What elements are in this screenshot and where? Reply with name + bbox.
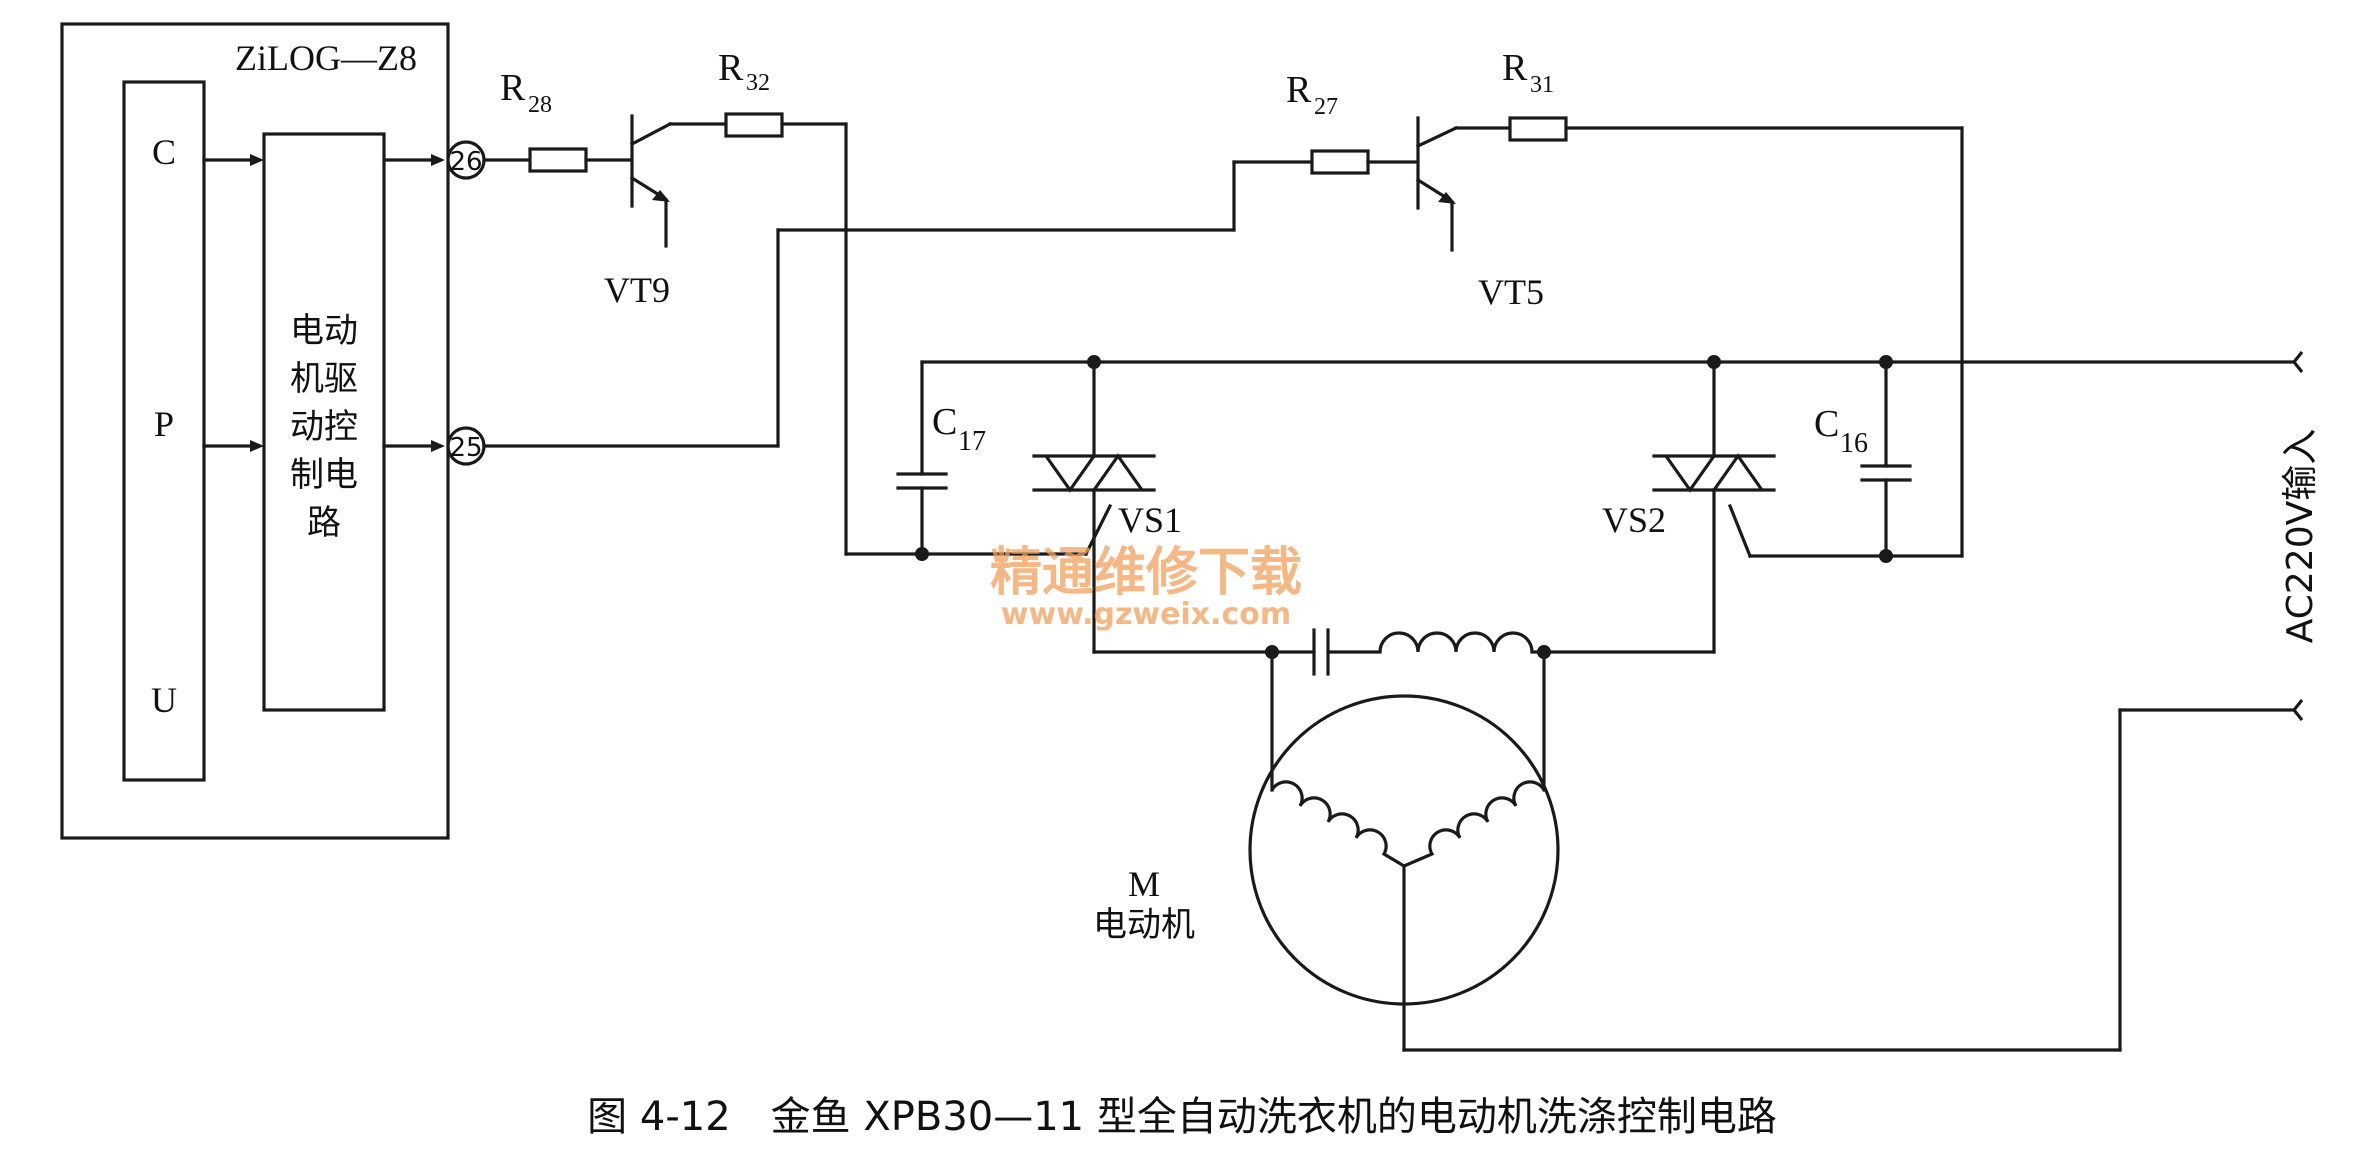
cpu-letter-p: P [154,404,174,444]
resistor-r28 [528,147,588,173]
capacitor-c16 [1860,360,1912,558]
label-c17: C 17 [932,401,986,457]
watermark: 精通维修下载 www.gzweix.com [990,543,1302,632]
label-vs1: VS1 [1118,500,1182,540]
label-r28: R 28 [500,67,552,118]
pin-26: 26 [446,140,486,180]
label-vt5: VT5 [1478,272,1544,312]
driver-to-pin-arrows [382,154,445,452]
driver-line: 电动 [290,311,358,351]
svg-text:32: 32 [746,70,770,96]
svg-text:16: 16 [1840,428,1868,459]
svg-text:31: 31 [1530,72,1554,98]
capacitor-c17 [896,360,948,556]
svg-text:R: R [1286,69,1312,111]
svg-text:27: 27 [1314,94,1338,120]
svg-text:17: 17 [958,426,986,457]
label-vs2: VS2 [1602,500,1666,540]
ac-terminal-top [2292,351,2304,373]
cpu-block [122,80,206,782]
cpu-to-driver-arrows [202,154,264,452]
label-vt9: VT9 [604,270,670,310]
mcu-outline [60,22,450,840]
cpu-letter-c: C [152,132,176,172]
resistor-r27 [1310,149,1370,175]
svg-text:28: 28 [528,92,552,118]
motor-symbol: M [1128,864,1160,904]
ac-terminal-bottom [2292,699,2304,721]
driver-line: 机驱 [290,359,358,399]
transistor-vt5 [1415,116,1459,252]
motor-name: 电动机 [1093,905,1195,945]
motor-m [1248,650,1560,1052]
cpu-letter-u: U [151,680,177,720]
svg-text:精通维修下载: 精通维修下载 [990,543,1302,603]
svg-text:R: R [500,67,526,109]
resistor-r31 [1508,116,1568,142]
label-r32: R 32 [718,47,770,96]
resistor-r32 [724,112,784,138]
triac-vs1 [1032,360,1156,654]
supply-label: AC220V输入 [2280,429,2321,643]
motor-run-capacitor [1270,628,1382,676]
label-c16: C 16 [1814,403,1868,459]
driver-line: 路 [307,503,341,543]
mcu-title: ZiLOG—Z8 [235,38,417,78]
transistor-vt9 [629,114,673,248]
label-r31: R 31 [1502,47,1554,98]
svg-text:R: R [718,47,744,89]
triac-vs2 [1652,360,1776,654]
driver-label: 电动 机驱 动控 制电 路 [290,311,358,543]
figure-caption: 图 4-12 金鱼 XPB30—11 型全自动洗衣机的电动机洗涤控制电路 [587,1094,1777,1140]
svg-text:www.gzweix.com: www.gzweix.com [1001,597,1291,632]
svg-text:C: C [932,401,957,443]
pin-25: 25 [446,426,486,466]
svg-text:C: C [1814,403,1839,445]
svg-text:R: R [1502,47,1528,89]
driver-block [262,132,386,712]
label-r27: R 27 [1286,69,1338,120]
driver-line: 动控 [290,407,358,447]
svg-text:26: 26 [449,147,482,177]
motor-inductor [1378,631,1534,653]
svg-text:25: 25 [449,433,482,463]
driver-line: 制电 [290,455,358,495]
